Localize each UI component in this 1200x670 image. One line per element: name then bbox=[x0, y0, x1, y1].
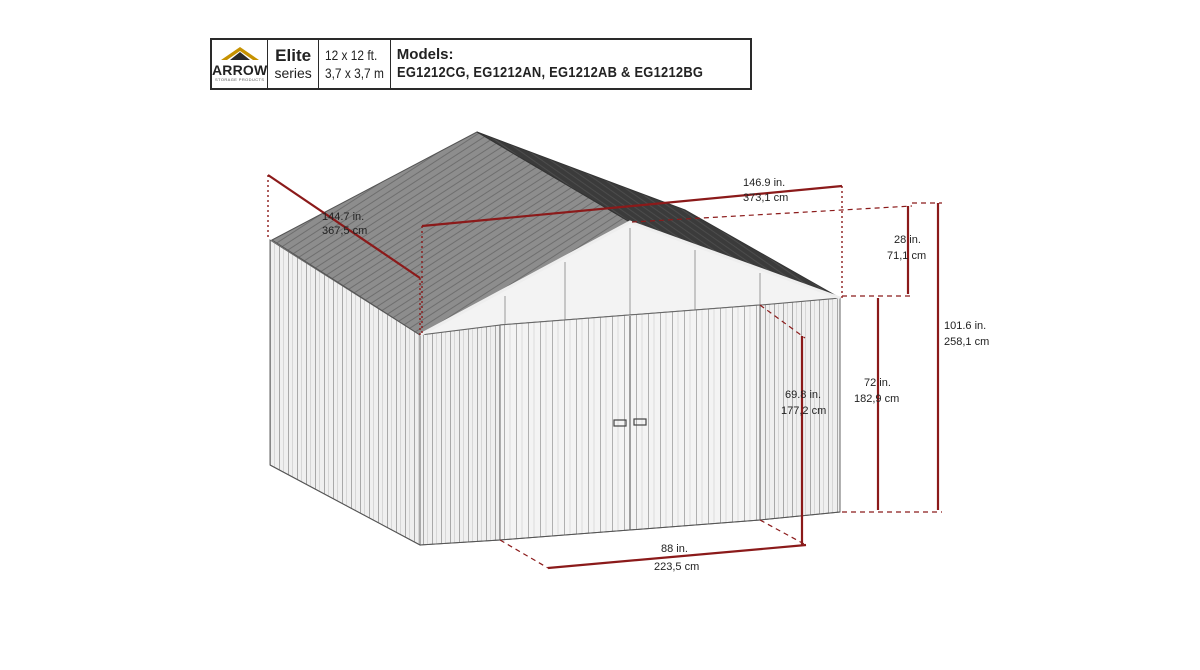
depth-metric: 367,5 cm bbox=[322, 225, 367, 237]
door-handle-icon bbox=[613, 419, 627, 427]
total-height-imperial: 101.6 in. bbox=[944, 320, 986, 332]
series-label: series bbox=[274, 65, 312, 81]
size-cell: 12 x 12 ft. 3,7 x 3,7 m bbox=[319, 40, 391, 88]
size-imperial: 12 x 12 ft. bbox=[324, 47, 378, 63]
front-wall-left bbox=[419, 324, 501, 546]
total-height-metric: 258,1 cm bbox=[944, 336, 989, 348]
width-imperial: 146.9 in. bbox=[743, 177, 785, 189]
size-metric: 3,7 x 3,7 m bbox=[324, 65, 384, 81]
gable-height-metric: 71,1 cm bbox=[887, 250, 926, 262]
wall-height-imperial: 72 in. bbox=[864, 377, 891, 389]
width-metric: 373,1 cm bbox=[743, 192, 788, 204]
depth-imperial: 144.7 in. bbox=[322, 211, 364, 223]
door-width-imperial: 88 in. bbox=[661, 543, 688, 555]
house-roof-icon bbox=[220, 47, 259, 60]
door-height-metric: 177,2 cm bbox=[781, 405, 826, 417]
models-cell: Models: EG1212CG, EG1212AN, EG1212AB & E… bbox=[391, 40, 759, 88]
door-handle-icon bbox=[633, 418, 647, 426]
models-list: EG1212CG, EG1212AN, EG1212AB & EG1212BG bbox=[396, 64, 703, 81]
brand-logo: ARROW STORAGE PRODUCTS bbox=[212, 40, 269, 88]
spec-header: ARROW STORAGE PRODUCTS Elite series 12 x… bbox=[210, 38, 752, 90]
series-name: Elite bbox=[275, 46, 312, 65]
gable-height-imperial: 28 in. bbox=[894, 234, 921, 246]
models-label: Models: bbox=[396, 46, 454, 63]
door-height-imperial: 69.8 in. bbox=[785, 389, 821, 401]
logo-text: ARROW bbox=[212, 62, 268, 78]
wall-height-metric: 182,9 cm bbox=[854, 393, 899, 405]
logo-subtext: STORAGE PRODUCTS bbox=[214, 77, 265, 82]
series-cell: Elite series bbox=[268, 40, 319, 88]
door-width-metric: 223,5 cm bbox=[654, 561, 699, 573]
